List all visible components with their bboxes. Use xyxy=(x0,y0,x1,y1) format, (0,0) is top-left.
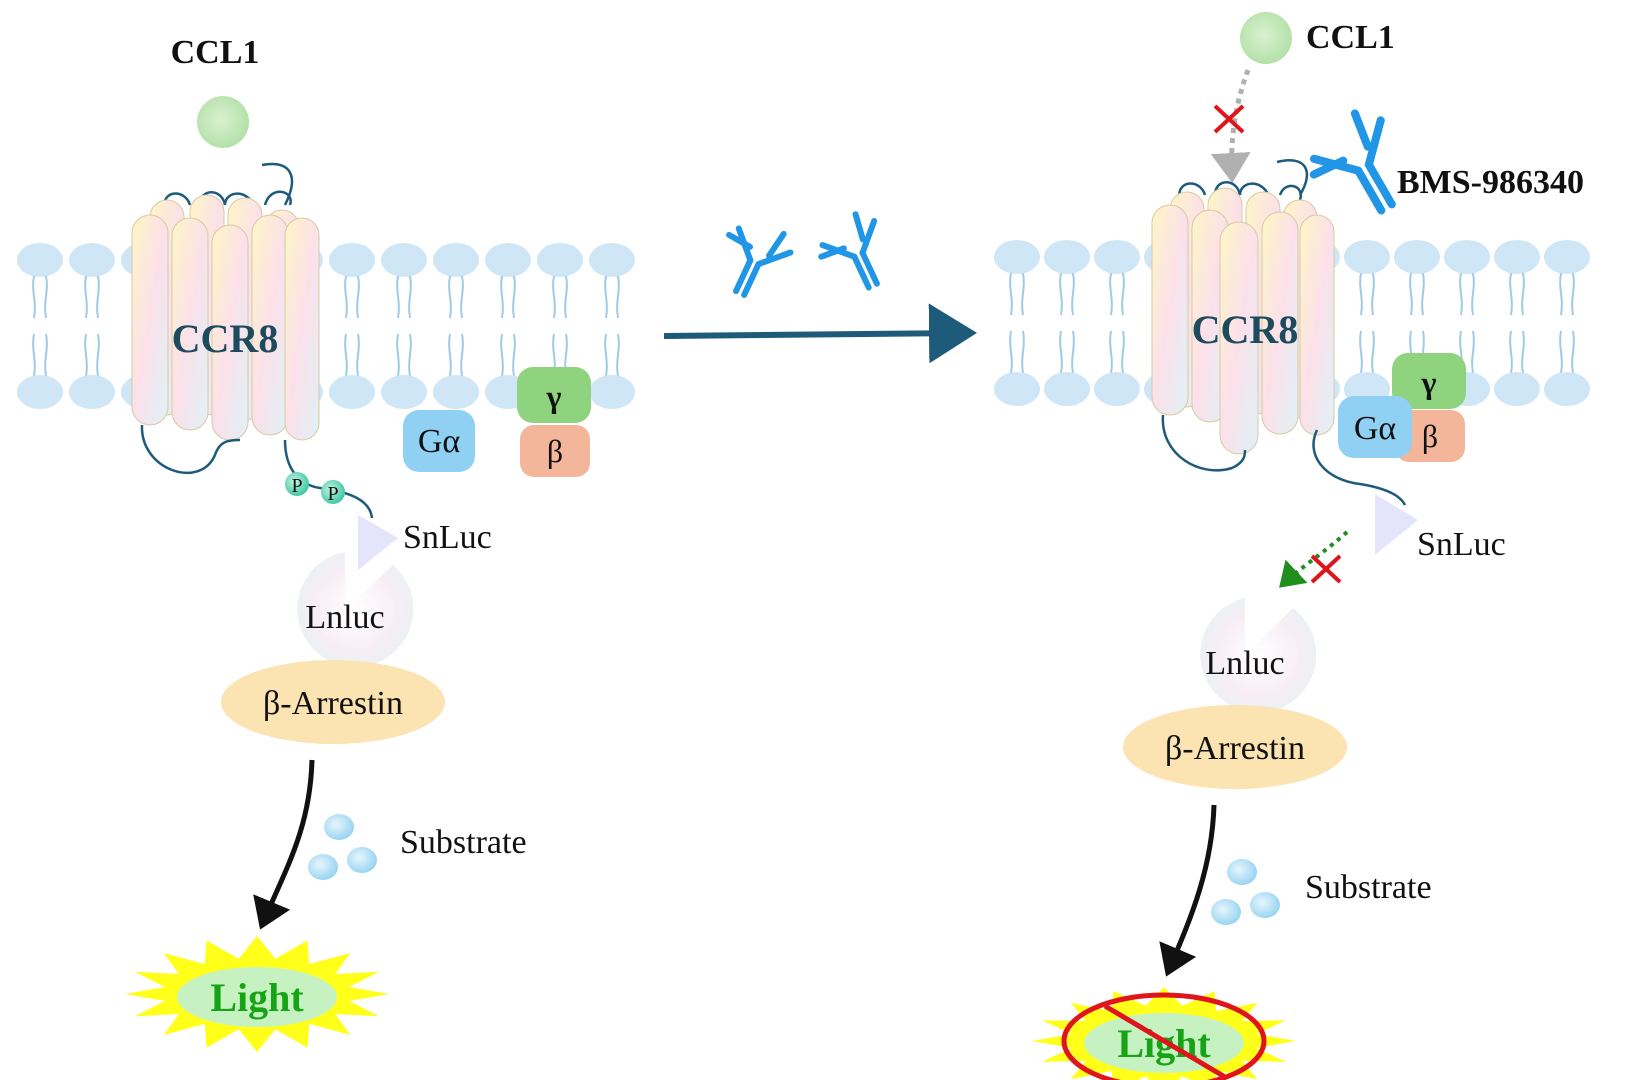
right-g-beta-label: β xyxy=(1422,418,1438,454)
left-ccr8-label: CCR8 xyxy=(172,316,279,361)
left-substrate xyxy=(308,814,377,880)
right-c-terminus xyxy=(1312,429,1407,506)
lipid-unit xyxy=(589,243,635,409)
left-c-terminus xyxy=(283,439,374,519)
left-g-beta xyxy=(520,425,590,477)
left-g-gamma xyxy=(517,367,591,423)
lipid-unit xyxy=(69,243,115,409)
left-g-beta-label: β xyxy=(547,433,563,469)
left-intracellular-loops xyxy=(140,424,241,474)
lipid-unit xyxy=(1544,240,1590,406)
right-no-light-icon xyxy=(1061,992,1267,1080)
treatment-arrow xyxy=(663,303,977,364)
right-g-gamma-label: γ xyxy=(1421,364,1437,400)
right-substrate-label: Substrate xyxy=(1305,869,1432,906)
treatment-arrow-group xyxy=(663,211,977,364)
right-lnluc-fragment xyxy=(1200,598,1317,713)
right-intracellular-loops xyxy=(1161,414,1247,472)
right-beta-arrestin-label: β-Arrestin xyxy=(1165,730,1305,767)
lipid-unit xyxy=(1494,240,1540,406)
right-snluc-fragment xyxy=(1375,494,1418,555)
left-lnluc-label: Lnluc xyxy=(305,599,384,636)
left-beta-arrestin xyxy=(221,660,445,744)
left-g-protein: Gα γ β xyxy=(403,367,591,477)
right-snluc-label: SnLuc xyxy=(1417,526,1506,563)
right-g-alpha xyxy=(1338,396,1412,458)
left-ccl1-ligand xyxy=(197,96,249,148)
left-phospho-label-2: P xyxy=(327,483,338,505)
lipid-unit xyxy=(1094,240,1140,406)
left-light-core xyxy=(177,967,337,1027)
left-extracellular-loops xyxy=(163,190,292,221)
right-n-terminus xyxy=(1276,159,1309,196)
left-front-helices xyxy=(131,214,320,441)
left-ccr8-receptor: CCR8 xyxy=(131,162,374,519)
left-panel: CCL1 CCR8 xyxy=(125,34,591,1052)
lipid-unit xyxy=(381,243,427,409)
left-beta-arrestin-label: β-Arrestin xyxy=(263,685,403,722)
lipid-unit xyxy=(17,243,63,409)
right-g-gamma xyxy=(1392,353,1466,409)
left-snluc-fragment xyxy=(358,515,398,570)
bms-986340-antibody-icon xyxy=(1309,109,1396,215)
left-signal-arrow xyxy=(253,759,315,930)
lipid-unit xyxy=(433,243,479,409)
right-beta-arrestin xyxy=(1123,705,1347,789)
left-g-gamma-label: γ xyxy=(546,378,562,414)
antibody-icon xyxy=(818,211,880,291)
right-ccr8-label: CCR8 xyxy=(1192,307,1299,352)
left-n-terminus xyxy=(261,162,294,206)
left-snluc-label: SnLuc xyxy=(403,519,492,556)
right-signal-arrow xyxy=(1159,804,1217,977)
left-g-alpha-label: Gα xyxy=(418,423,461,460)
left-phospho-site-2 xyxy=(321,480,345,504)
right-ccl1-ligand xyxy=(1240,12,1292,64)
right-ccr8-receptor: CCR8 xyxy=(1151,159,1407,506)
right-g-beta xyxy=(1395,410,1465,462)
left-phospho-sites: P P xyxy=(285,472,345,505)
left-g-alpha xyxy=(403,410,475,472)
lipid-unit xyxy=(994,240,1040,406)
right-extracellular-loops xyxy=(1178,181,1303,211)
right-front-helices xyxy=(1151,204,1335,455)
right-g-alpha-label: Gα xyxy=(1354,410,1397,447)
lipid-unit xyxy=(1044,240,1090,406)
left-light-label: Light xyxy=(210,975,304,1020)
right-lnluc-label: Lnluc xyxy=(1205,645,1284,682)
right-antibody-label: BMS-986340 xyxy=(1397,164,1584,201)
right-ligand-block-icon xyxy=(1213,104,1245,134)
right-ccl1-label: CCL1 xyxy=(1306,19,1395,56)
left-lnluc-fragment xyxy=(297,552,414,668)
right-complementation-block-icon xyxy=(1310,554,1342,584)
left-phospho-label-1: P xyxy=(291,475,302,497)
left-ccl1-label: CCL1 xyxy=(171,34,260,71)
left-substrate-label: Substrate xyxy=(400,824,527,861)
right-panel: CCL1 BMS-986340 xyxy=(1032,12,1584,1080)
right-g-protein: γ β Gα xyxy=(1338,353,1466,462)
lipid-unit xyxy=(1344,240,1390,406)
lipid-unit xyxy=(329,243,375,409)
left-phospho-site-1 xyxy=(285,472,309,496)
antibody-icon xyxy=(726,225,794,298)
right-substrate xyxy=(1211,859,1280,925)
